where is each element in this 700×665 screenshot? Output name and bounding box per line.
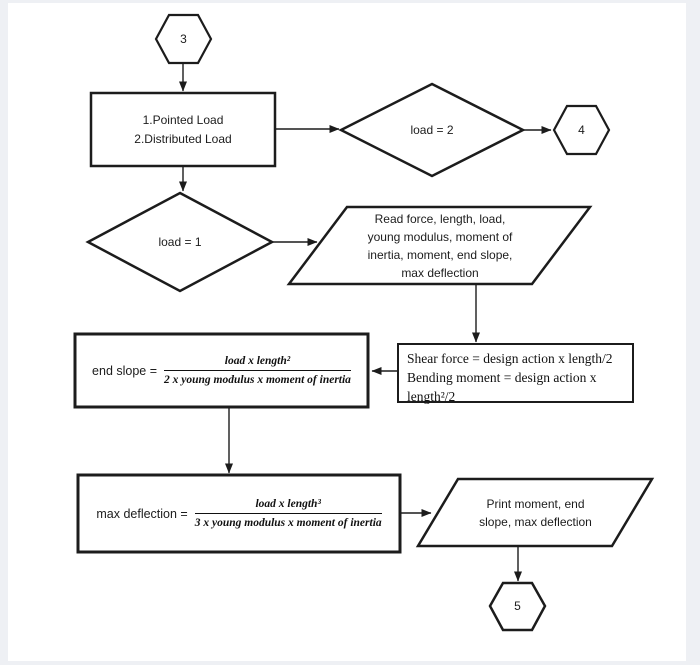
decision-load2-label: load = 2 <box>410 122 454 137</box>
connector-4-label: 4 <box>578 122 585 137</box>
read-io-text: Read force, length, load, young modulus,… <box>320 207 560 284</box>
decision-diamond-load2 <box>338 82 526 178</box>
load-options-line1: 1.Pointed Load <box>142 112 224 127</box>
read-io-line4: max deflection <box>401 265 479 280</box>
connector-hexagon-5 <box>488 581 547 632</box>
shear-calc-line2: Bending moment = design action x <box>407 370 597 385</box>
connector-hexagon-4 <box>552 104 611 156</box>
decision-diamond-load1 <box>85 191 275 293</box>
read-io-line2: young modulus, moment of <box>367 229 513 244</box>
connector-3-label: 3 <box>180 31 187 46</box>
io-parallelogram-read <box>286 205 593 286</box>
max-deflection-fraction: load x length³ 3 x young modulus x momen… <box>194 497 382 530</box>
io-parallelogram-print <box>415 477 655 548</box>
decision-load1-label: load = 1 <box>158 234 202 249</box>
load-options-line2: 2.Distributed Load <box>134 131 232 146</box>
print-io-line2: slope, max deflection <box>479 514 592 529</box>
connector-hexagon-3 <box>154 13 213 65</box>
end-slope-fraction: load x length² 2 x young modulus x momen… <box>164 354 351 387</box>
shear-calc-line3: length²/2 <box>407 389 456 404</box>
shear-calc-text: Shear force = design action x length/2 B… <box>407 349 629 406</box>
max-deflection-formula: max deflection = load x length³ 3 x youn… <box>78 475 400 552</box>
process-box-shear-calc <box>397 343 634 403</box>
read-io-line3: inertia, moment, end slope, <box>367 247 513 262</box>
end-slope-denominator: 2 x young modulus x moment of inertia <box>164 374 351 386</box>
print-io-line1: Print moment, end <box>486 496 585 511</box>
shear-calc-line1: Shear force = design action x length/2 <box>407 351 613 366</box>
end-slope-numerator: load x length² <box>164 354 351 371</box>
max-deflection-prefix: max deflection = <box>96 506 188 521</box>
end-slope-prefix: end slope = <box>92 363 158 378</box>
read-io-line1: Read force, length, load, <box>374 211 506 226</box>
max-deflection-numerator: load x length³ <box>194 497 382 514</box>
process-box-load-options <box>89 91 277 168</box>
end-slope-formula: end slope = load x length² 2 x young mod… <box>75 334 368 407</box>
load-options-text: 1.Pointed Load 2.Distributed Load <box>91 93 275 166</box>
connector-5-label: 5 <box>514 599 521 613</box>
max-deflection-denominator: 3 x young modulus x moment of inertia <box>194 517 382 529</box>
print-io-text: Print moment, end slope, max deflection <box>448 479 623 546</box>
